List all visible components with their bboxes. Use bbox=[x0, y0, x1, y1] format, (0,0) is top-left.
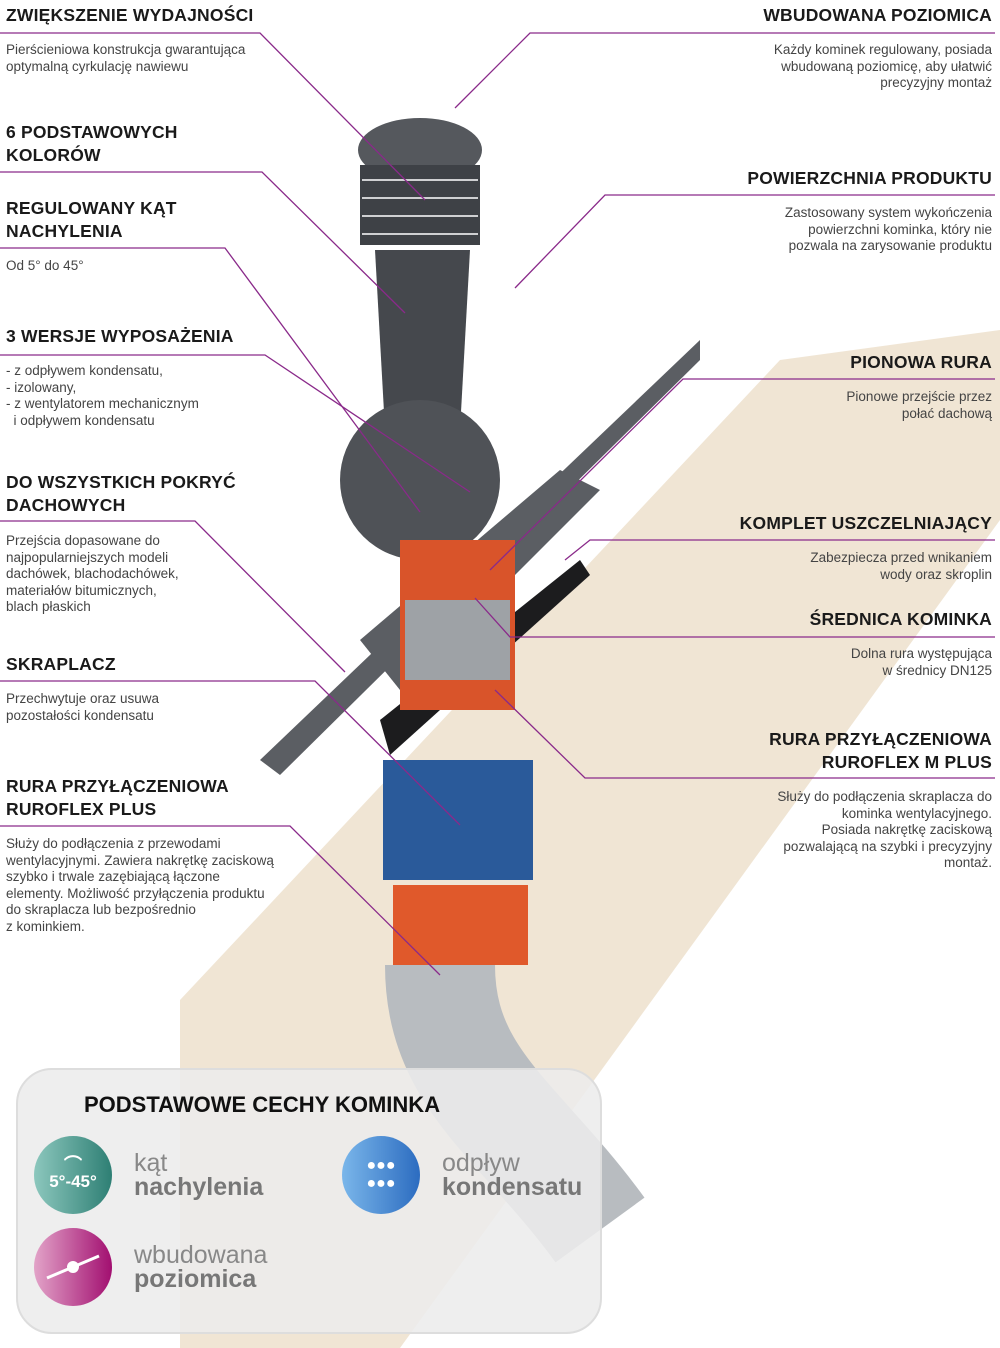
label-title: ZWIĘKSZENIE WYDAJNOŚCI bbox=[6, 5, 254, 25]
feature-line2: nachylenia bbox=[134, 1173, 264, 1201]
water-drops-icon: ●●●●●● bbox=[342, 1136, 420, 1214]
label-desc: Pierścieniowa konstrukcja gwarantująca o… bbox=[6, 42, 246, 74]
feature-line1: kąt bbox=[134, 1149, 168, 1177]
label-desc: Zabezpiecza przed wnikaniem wody oraz sk… bbox=[810, 550, 992, 582]
label-title: REGULOWANY KĄT NACHYLENIA bbox=[6, 198, 177, 241]
condenser-blue bbox=[383, 760, 533, 880]
label-title: 6 PODSTAWOWYCH KOLORÓW bbox=[6, 122, 178, 165]
label-desc: Od 5° do 45° bbox=[6, 258, 84, 273]
label-title: RURA PRZYŁĄCZENIOWA RUROFLEX M PLUS bbox=[769, 729, 992, 772]
feature-line2: kondensatu bbox=[442, 1173, 583, 1201]
feature-line2: poziomica bbox=[134, 1265, 257, 1293]
label-title: ŚREDNICA KOMINKA bbox=[809, 609, 992, 629]
feature-line1: odpływ bbox=[442, 1149, 520, 1177]
label-title: WBUDOWANA POZIOMICA bbox=[763, 5, 992, 25]
connector-orange bbox=[393, 885, 528, 965]
label-title: 3 WERSJE WYPOSAŻENIA bbox=[6, 326, 234, 346]
angle-icon: ⌒ 5°-45° bbox=[34, 1136, 112, 1214]
label-title: SKRAPLACZ bbox=[6, 654, 116, 674]
label-desc: Przechwytuje oraz usuwa pozostałości kon… bbox=[6, 691, 160, 723]
feature-line1: wbudowana bbox=[134, 1241, 268, 1269]
chimney-ball bbox=[340, 400, 500, 560]
label-desc: Pionowe przejście przez połać dachową bbox=[846, 389, 992, 421]
leader-lines bbox=[0, 32, 995, 976]
chimney-louvres bbox=[360, 165, 480, 245]
label-desc: Służy do podłączenia z przewodami wentyl… bbox=[6, 836, 274, 934]
corrugated-pipe bbox=[405, 600, 510, 680]
label-desc: Dolna rura występująca w średnicy DN125 bbox=[850, 646, 992, 678]
label-desc: Przejścia dopasowane do najpopularniejsz… bbox=[6, 533, 179, 614]
label-title: PIONOWA RURA bbox=[850, 352, 992, 372]
label-title: KOMPLET USZCZELNIAJĄCY bbox=[739, 513, 992, 533]
label-title: RURA PRZYŁĄCZENIOWA RUROFLEX PLUS bbox=[6, 776, 229, 819]
label-desc: - z odpływem kondensatu, - izolowany, - … bbox=[6, 363, 199, 428]
angle-badge: 5°-45° bbox=[49, 1172, 97, 1191]
label-desc: Zastosowany system wykończenia powierzch… bbox=[784, 205, 992, 253]
label-title: POWIERZCHNIA PRODUKTU bbox=[747, 168, 992, 188]
level-icon bbox=[34, 1228, 112, 1306]
label-title: DO WSZYSTKICH POKRYĆ DACHOWYCH bbox=[6, 472, 236, 515]
chimney-body bbox=[375, 250, 470, 430]
features-title: PODSTAWOWE CECHY KOMINKA bbox=[84, 1092, 441, 1117]
label-desc: Każdy kominek regulowany, posiada wbudow… bbox=[773, 42, 992, 90]
label-desc: Służy do podłączenia skraplacza do komin… bbox=[777, 789, 992, 870]
